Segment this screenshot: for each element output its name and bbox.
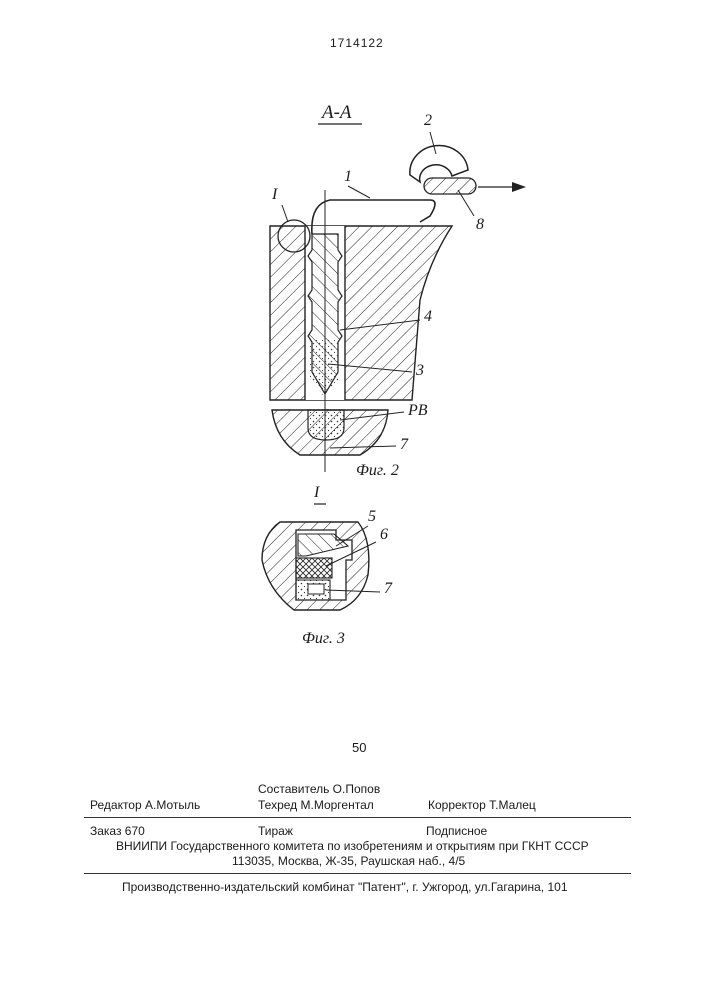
imprint-divider-top: [84, 817, 631, 818]
callout-8: 8: [476, 216, 484, 234]
imprint-subscription: Подписное: [426, 824, 487, 838]
imprint-editor: Редактор А.Мотыль: [90, 798, 200, 812]
section-label: A-A: [322, 102, 352, 124]
imprint-techred: Техред М.Моргентал: [258, 798, 374, 812]
imprint-address: 113035, Москва, Ж-35, Раушская наб., 4/5: [232, 854, 465, 868]
callout-7-detail: 7: [384, 580, 392, 598]
imprint-compiler: Составитель О.Попов: [258, 782, 380, 796]
figure-2: [270, 124, 526, 472]
figure-3-caption: Фиг. 3: [302, 630, 345, 648]
callout-1: 1: [344, 168, 352, 186]
callout-detail-i: I: [272, 186, 277, 204]
thread-bundle: [424, 178, 476, 194]
callout-6: 6: [380, 526, 388, 544]
callout-3: 3: [416, 362, 424, 380]
figure-2-caption: Фиг. 2: [356, 462, 399, 480]
callout-2: 2: [424, 112, 432, 130]
imprint-institute: ВНИИПИ Государственного комитета по изоб…: [116, 839, 589, 853]
hook-element: [410, 145, 468, 182]
callout-7: 7: [400, 436, 408, 454]
imprint-circulation: Тираж: [258, 824, 293, 838]
imprint-divider-bottom: [84, 873, 631, 874]
callout-5: 5: [368, 508, 376, 526]
imprint-corrector: Корректор Т.Малец: [428, 798, 536, 812]
callout-pb: РВ: [408, 402, 428, 420]
imprint-order: Заказ 670: [90, 824, 145, 838]
callout-4: 4: [424, 308, 432, 326]
line-number: 50: [352, 740, 366, 755]
figure-3: [262, 504, 380, 610]
detail-label: I: [314, 484, 319, 502]
imprint-publisher: Производственно-издательский комбинат "П…: [122, 880, 568, 894]
